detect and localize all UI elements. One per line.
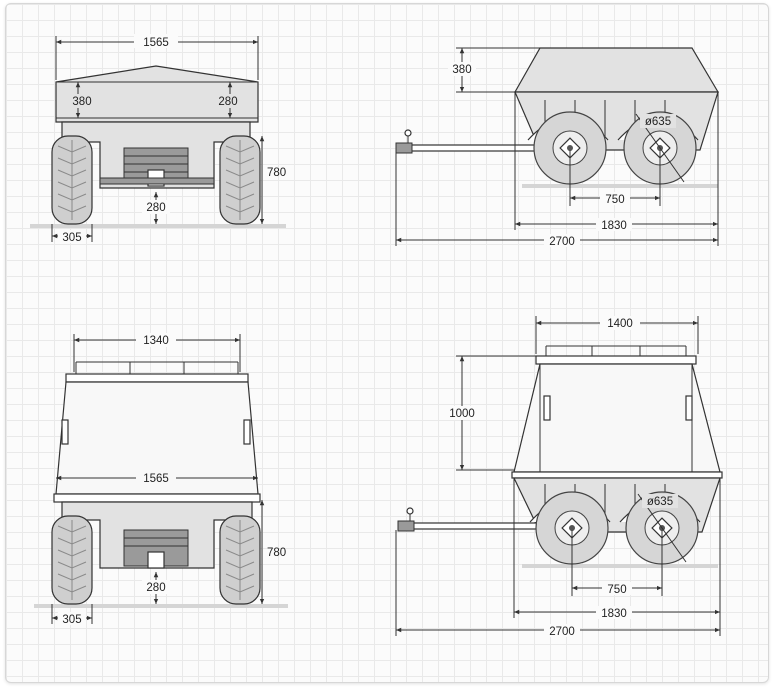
lid-height-dimension: 380 <box>452 64 471 76</box>
wheel-diameter-dimension: ø635 <box>647 496 673 508</box>
lid-height-right-dimension: 280 <box>218 96 237 108</box>
trailer-lid <box>55 65 259 123</box>
lid-height-left-dimension: 380 <box>72 96 91 108</box>
wheel-diameter-dimension: ø635 <box>645 116 671 128</box>
ground-clearance-dimension: 280 <box>146 202 165 214</box>
body-length-dimension: 1830 <box>601 220 627 232</box>
ground-clearance-dimension: 280 <box>146 582 165 594</box>
drawbar <box>399 144 541 152</box>
axle-spacing-dimension: 750 <box>605 194 624 206</box>
height-dimension: 780 <box>267 167 286 179</box>
drawbar <box>401 522 543 530</box>
hitch-coupler <box>397 520 415 532</box>
front-open-view: 1340 1565 780 280 305 <box>34 333 288 626</box>
left-tire <box>51 135 93 225</box>
roof-rack <box>535 355 697 365</box>
tire-width-dimension: 305 <box>62 614 81 626</box>
open-height-dimension: 1000 <box>449 408 475 420</box>
side-closed-view: 380 ø635 750 1830 2700 <box>395 47 720 248</box>
width-dimension: 1565 <box>143 37 169 49</box>
tire-width-dimension: 305 <box>62 232 81 244</box>
front-closed-view: 1565 380 280 780 280 305 <box>30 34 286 244</box>
left-tire <box>51 515 93 605</box>
right-tire <box>219 135 261 225</box>
rack-length-dimension: 1400 <box>607 318 633 330</box>
height-dimension: 780 <box>267 547 286 559</box>
right-tire <box>219 515 261 605</box>
total-length-dimension: 2700 <box>549 626 575 638</box>
rack-width-dimension: 1340 <box>143 335 169 347</box>
body-length-dimension: 1830 <box>601 608 627 620</box>
roof-rack <box>65 373 249 383</box>
ground-line <box>30 224 286 228</box>
side-open-view: 1400 1000 ø635 750 1830 2700 <box>395 316 723 638</box>
axle-spacing-dimension: 750 <box>607 584 626 596</box>
hitch-coupler <box>395 142 413 154</box>
trailer-lid <box>513 47 720 93</box>
body-width-dimension: 1565 <box>143 473 169 485</box>
total-length-dimension: 2700 <box>549 236 575 248</box>
